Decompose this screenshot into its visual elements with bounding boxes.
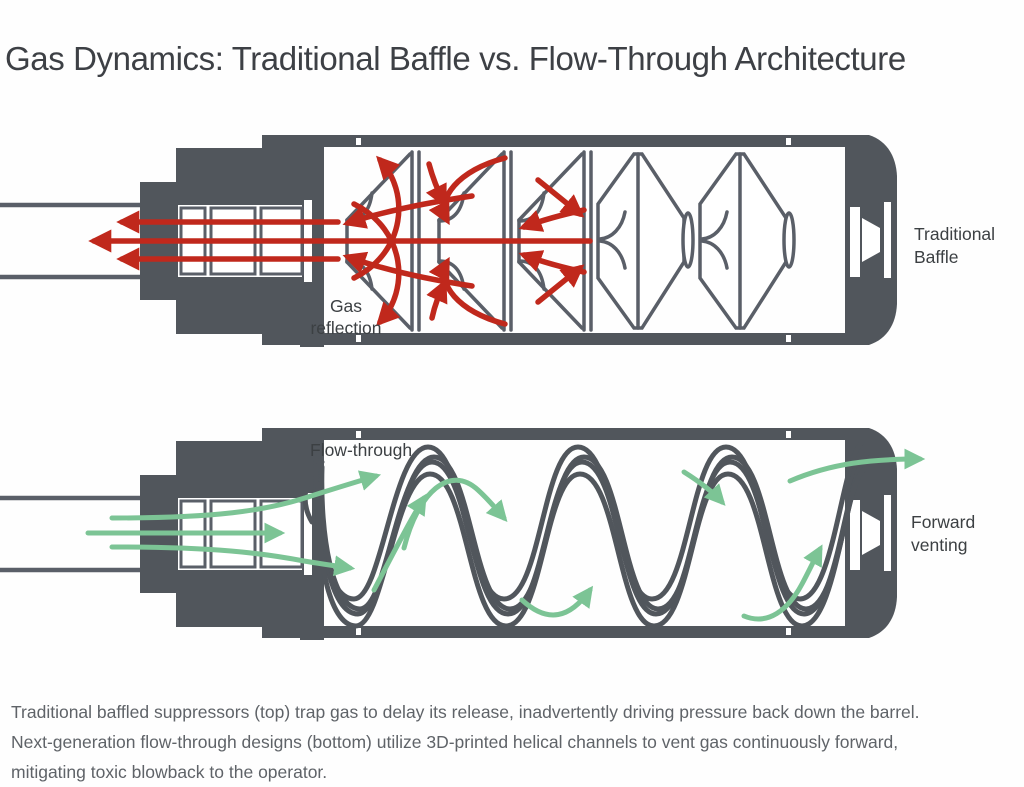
red-flow-arrow: [518, 250, 587, 275]
red-flow-arrow: [426, 278, 448, 321]
red-flow-arrow: [425, 161, 447, 209]
traditional-baffle-label-line2: Baffle: [914, 247, 958, 267]
figure-caption: Traditional baffled suppressors (top) tr…: [11, 697, 1013, 787]
forward-venting-label-line1: Forward: [911, 512, 975, 532]
green-flow-arrow: [401, 477, 508, 551]
red-flow-arrow: [351, 201, 402, 327]
page-title: Gas Dynamics: Traditional Baffle vs. Flo…: [5, 40, 906, 77]
green-flow-arrow: [519, 585, 594, 618]
gas-reflection-label-line1: Gas: [330, 296, 362, 316]
caption-line: mitigating toxic blowback to the operato…: [11, 762, 328, 782]
traditional-baffle-label-line1: Traditional: [914, 224, 995, 244]
red-flow-arrow: [518, 207, 587, 232]
green-flow-arrow: [109, 470, 382, 521]
green-flow-arrow: [787, 448, 926, 484]
red-flow-arrow: [428, 256, 508, 327]
traditional-baffle-diagram: Gas reflection Traditional Baffle: [0, 135, 995, 347]
flow-through-diagram: Flow-through Forward venting: [0, 428, 975, 640]
green-flow-arrow: [681, 469, 726, 506]
caption-line: Traditional baffled suppressors (top) tr…: [11, 702, 920, 722]
red-flow-arrow: [342, 193, 475, 229]
helical-channels: [302, 443, 868, 626]
caption-line: Next-generation flow-through designs (bo…: [11, 732, 899, 752]
red-flow-arrow: [428, 155, 508, 226]
green-flow-arrow: [109, 544, 356, 577]
flow-through-label: Flow-through: [310, 440, 412, 460]
red-flow-arrow: [535, 177, 585, 218]
gas-reflection-arrows: [88, 155, 593, 327]
forward-venting-label-line2: venting: [911, 535, 967, 555]
gas-reflection-label-line2: reflection: [310, 318, 381, 338]
red-flow-arrow: [351, 155, 402, 281]
green-flow-arrow: [741, 544, 823, 622]
red-flow-arrow: [535, 264, 585, 305]
forward-venting-arrows: [85, 448, 926, 622]
red-flow-arrow: [342, 251, 475, 289]
